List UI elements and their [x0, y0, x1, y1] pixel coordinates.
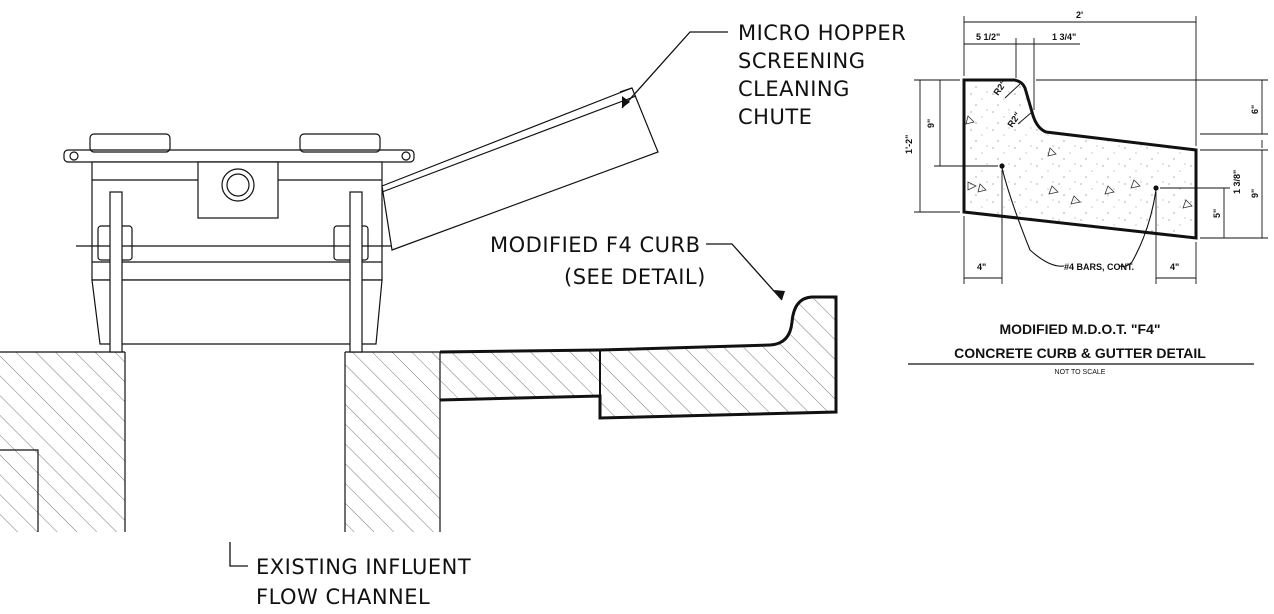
rebar-left [999, 163, 1005, 169]
curb-callout-line2: (SEE DETAIL) [564, 265, 706, 289]
rebar-right [1153, 185, 1159, 191]
hopper-callout-line3: CLEANING [738, 77, 850, 101]
hopper-callout-line4: CHUTE [738, 105, 812, 129]
cleaning-chute [381, 87, 659, 251]
detail-title-line1: MODIFIED M.D.O.T. "F4" [999, 321, 1160, 337]
dim-top-mid: 1 3/4" [1052, 32, 1076, 42]
hopper-callout-line1: MICRO HOPPER [738, 21, 906, 45]
curb-detail: 2' 5 1/2" 1 3/4" 1'-2" 9" 6" 1 3/8" 9" 5… [904, 10, 1268, 376]
dim-right-top: 6" [1250, 105, 1260, 114]
dim-bars: #4 BARS, CONT. [1064, 262, 1134, 272]
dim-right-low: 9" [1250, 189, 1260, 198]
f4-curb-section [439, 295, 838, 420]
curb-callout-line1: MODIFIED F4 CURB [490, 233, 701, 257]
dim-left-outer: 1'-2" [904, 135, 914, 154]
channel-callout-line2: FLOW CHANNEL [256, 585, 430, 609]
detail-title-line2: CONCRETE CURB & GUTTER DETAIL [954, 345, 1206, 361]
dim-right-inner: 5" [1212, 209, 1222, 218]
left-wall [0, 352, 125, 532]
micro-hopper-unit [63, 133, 415, 353]
dim-top-left: 5 1/2" [976, 32, 1000, 42]
leader-lines [229, 31, 783, 567]
dim-right-mid: 1 3/8" [1232, 170, 1242, 194]
dim-bottom-right: 4" [1170, 262, 1179, 272]
dim-overall-width: 2' [1076, 10, 1083, 20]
dim-left-inner: 9" [926, 119, 936, 128]
hopper-callout-line2: SCREENING [738, 49, 866, 73]
right-wall [345, 352, 440, 532]
channel-callout-line1: EXISTING INFLUENT [256, 555, 471, 579]
existing-foundation [0, 351, 441, 532]
dim-bottom-left: 4" [977, 262, 986, 272]
detail-scale-note: NOT TO SCALE [1055, 369, 1106, 376]
curb-detail-section [962, 78, 1198, 240]
